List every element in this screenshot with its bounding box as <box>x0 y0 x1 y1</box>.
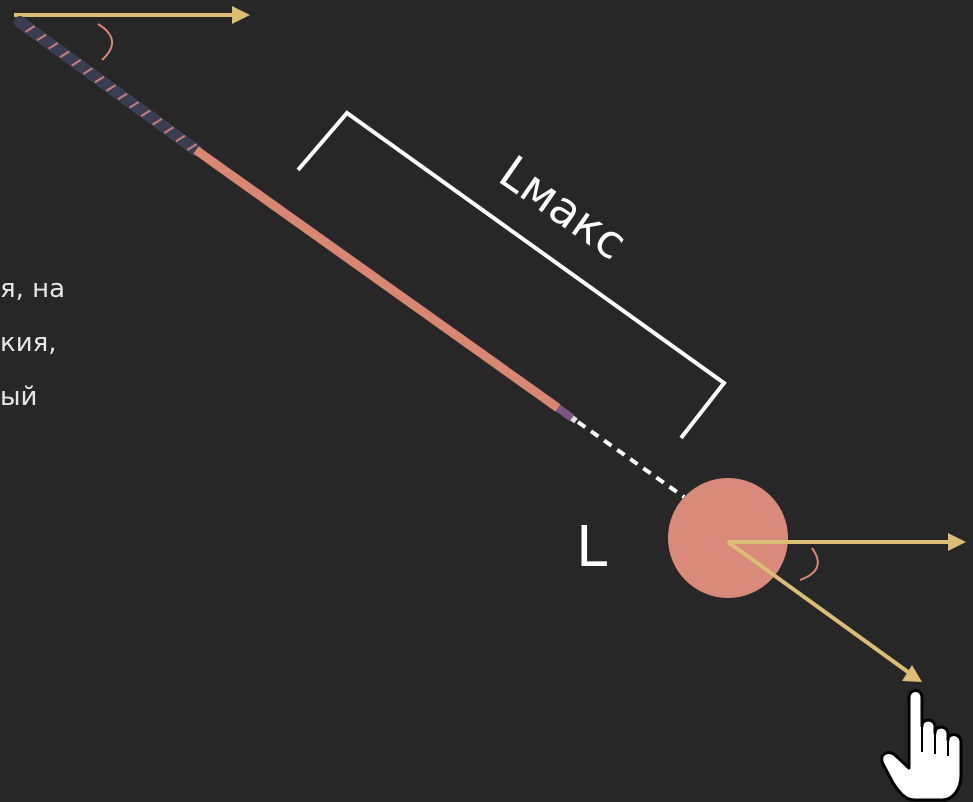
partial-text-line-1: я, на <box>0 274 66 304</box>
cue-wrap-stripe <box>71 59 82 67</box>
cue-wrap-stripe <box>48 42 59 50</box>
partial-text-line-2: кия, <box>0 328 57 358</box>
cue-wrap-stripe <box>105 84 117 92</box>
cue-wrap-stripe <box>94 75 105 84</box>
cue-wrap-stripe <box>163 126 174 134</box>
l-max-label: Lмакс <box>490 145 637 270</box>
cue-butt-wrap <box>24 25 198 151</box>
cue-wrap-stripe <box>186 143 198 151</box>
l-max-bracket <box>296 110 727 440</box>
ball-direction-arrow <box>726 540 922 682</box>
cue-shaft <box>193 146 561 412</box>
hand-pointer-icon[interactable] <box>880 689 963 802</box>
cue-wrap-stripe <box>140 109 151 117</box>
cue-wrap-stripe <box>36 33 47 42</box>
cue-wrap-stripe <box>82 67 93 75</box>
cue-wrap-stripe <box>129 101 140 109</box>
cue-tip <box>570 415 578 424</box>
cue-ball <box>668 478 788 598</box>
ball-horizontal-arrow <box>728 533 966 551</box>
cue-wrap-stripe <box>24 25 36 33</box>
partial-text-line-3: ый <box>0 382 38 412</box>
cue-stick <box>14 16 578 424</box>
cue-ferrule <box>555 404 575 422</box>
cue-wrap-stripe <box>117 92 128 101</box>
top-angle-arc <box>97 23 113 61</box>
aim-dashed-line <box>576 420 686 499</box>
cue-butt <box>14 16 202 156</box>
cue-wrap-stripe <box>152 118 163 126</box>
ball-angle-arc <box>799 547 819 581</box>
cue-wrap-stripe <box>59 50 70 58</box>
cue-wrap-stripe <box>175 134 186 143</box>
top-reference-arrow <box>14 6 250 24</box>
l-label: L <box>576 515 607 580</box>
